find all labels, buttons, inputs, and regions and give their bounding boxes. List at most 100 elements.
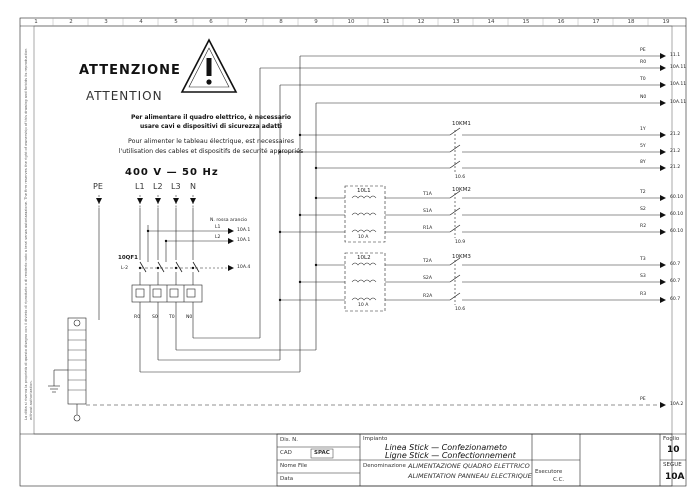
transformer-1-label: 10L1 <box>357 188 371 194</box>
tb-line-fr: Ligne Stick — Confectionnement <box>385 451 516 460</box>
contactor-km2-label: 10KM2 <box>452 187 471 193</box>
warning-text-it-1: Per alimentare il quadro elettrico, è ne… <box>130 114 292 121</box>
warning-text-fr-1: Pour alimenter le tableau électrique, es… <box>128 138 294 145</box>
phase-label: N <box>190 182 196 191</box>
column-number: 18 <box>627 19 635 25</box>
tb-esecutore-value: C.C. <box>553 477 565 483</box>
output-wire: R2 <box>640 224 647 229</box>
column-number: 5 <box>174 19 178 25</box>
output-wire: S2 <box>640 207 646 212</box>
tb-segue-value: 10A <box>665 472 685 482</box>
breaker-sub-label: L-2 <box>121 266 129 271</box>
column-number: 9 <box>314 19 318 25</box>
column-number: 13 <box>452 19 460 25</box>
transformer-2-sub: 10 A <box>358 303 369 308</box>
tb-dis-label: Dis. N. <box>280 437 298 443</box>
copyright-side-note: La ditta si riserva la proprietà di ques… <box>24 48 33 420</box>
warning-title-it: ATTENZIONE <box>79 63 181 78</box>
output-ref: 60.10 <box>670 212 684 217</box>
output-wire: T2 <box>640 190 646 195</box>
output-ref: 10A.11 <box>670 82 687 87</box>
phase-label: L1 <box>135 182 145 191</box>
output-ref: 60.10 <box>670 229 684 234</box>
warning-text-fr-2: l'utilisation des cables et dispositifs … <box>118 148 304 155</box>
transformer-1-sub: 10 A <box>358 235 369 240</box>
column-number: 17 <box>592 19 600 25</box>
tb-denom-fr: ALIMENTATION PANNEAU ELECTRIQUE <box>408 472 532 480</box>
aux-ref: 10A.1 <box>237 228 251 233</box>
wire-label: S1A <box>423 209 432 214</box>
output-wire: 8Y <box>640 160 646 165</box>
tb-file-label: Nome File <box>280 463 308 469</box>
aux-wire-label: L1 <box>215 225 221 230</box>
tb-date-label: Data <box>280 476 294 482</box>
terminal-label: R0 <box>134 315 141 320</box>
output-wire: 1Y <box>640 127 646 132</box>
output-ref: 10A.11 <box>670 65 687 70</box>
output-ref: 10A.11 <box>670 100 687 105</box>
column-number: 16 <box>557 19 565 25</box>
output-wire: S3 <box>640 274 646 279</box>
phase-label: L3 <box>171 182 181 191</box>
contactor-km3-label: 10KM3 <box>452 254 471 260</box>
terminal-label: T0 <box>169 315 175 320</box>
output-ref: 60.7 <box>670 279 681 284</box>
output-wire: PE <box>640 397 646 402</box>
output-wire: R0 <box>640 60 647 65</box>
column-number: 12 <box>417 19 425 25</box>
wire-label: R1A <box>423 226 433 231</box>
tb-denom-label: Denominazione <box>363 463 406 469</box>
column-number: 14 <box>487 19 495 25</box>
voltage-rating: 400 V — 50 Hz <box>125 167 219 178</box>
column-number: 7 <box>244 19 248 25</box>
output-ref: 21.2 <box>670 132 681 137</box>
warning-title-fr: ATTENTION <box>86 89 163 103</box>
output-ref: 21.2 <box>670 165 681 170</box>
wire-label: T1A <box>423 192 432 197</box>
aux-note: N. rossa arancio <box>210 218 248 223</box>
tb-foglio-label: Foglio <box>663 436 680 442</box>
terminal-label: N0 <box>186 315 193 320</box>
contactor-km3-sub: 10.6 <box>455 307 466 312</box>
output-wire: 5Y <box>640 144 646 149</box>
warning-text-it-2: usare cavi e dispositivi di sicurezza ad… <box>139 123 282 130</box>
column-number: 11 <box>382 19 390 25</box>
column-number: 15 <box>522 19 530 25</box>
column-number: 2 <box>69 19 73 25</box>
column-number: 3 <box>104 19 108 25</box>
tb-segue-label: SEGUE <box>663 462 682 468</box>
contactor-km1-label: 10KM1 <box>452 121 471 127</box>
tb-cad-value: SPAC <box>314 450 330 456</box>
output-ref: 21.2 <box>670 149 681 154</box>
aux-wire-label: L2 <box>215 235 221 240</box>
output-ref: 60.10 <box>670 195 684 200</box>
breaker-label: 10QF1 <box>118 255 138 261</box>
transformer-2-label: 10L2 <box>357 255 371 261</box>
tb-impianto-label: Impianto <box>363 436 388 442</box>
output-ref: 60.7 <box>670 297 681 302</box>
phase-label: L2 <box>153 182 163 191</box>
tb-cad-label: CAD <box>280 450 292 456</box>
output-ref: 10A.2 <box>670 402 684 407</box>
output-wire: T3 <box>640 257 646 262</box>
output-ref: 60.7 <box>670 262 681 267</box>
output-wire: N0 <box>640 95 647 100</box>
tb-denom-it: ALIMENTAZIONE QUADRO ELETTRICO <box>408 462 530 470</box>
contactor-km1-sub: 10.6 <box>455 175 466 180</box>
tb-foglio-value: 10 <box>667 445 680 455</box>
wire-label: T2A <box>423 259 432 264</box>
output-wire: T0 <box>640 77 646 82</box>
output-wire: R3 <box>640 292 647 297</box>
column-number: 19 <box>662 19 670 25</box>
wire-label: S2A <box>423 276 432 281</box>
breaker-aux-ref: 10A.4 <box>237 265 251 270</box>
phase-label: PE <box>93 182 103 191</box>
output-ref: 11.1 <box>670 53 681 58</box>
tb-line-it: Linea Stick — Confezionameto <box>385 443 507 452</box>
tb-esecutore-label: Esecutore <box>535 469 563 475</box>
terminal-label: S0 <box>152 315 158 320</box>
column-number: 6 <box>209 19 213 25</box>
wire-label: R2A <box>423 294 433 299</box>
